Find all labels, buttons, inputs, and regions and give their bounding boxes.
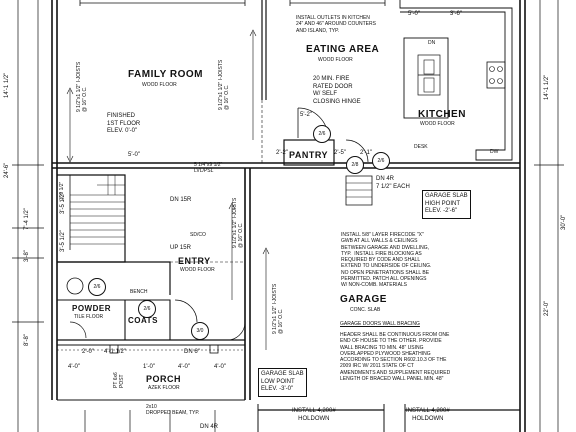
dim-mid-2-1: 2'-1" (360, 150, 372, 156)
dropped-beam-note: 2x10 DROPPED BEAM, TYP. (146, 404, 200, 417)
powder-label: POWDER (72, 304, 111, 313)
bracing-title: GARAGE DOORS WALL BRACING (340, 321, 420, 327)
slab-low-note: GARAGE SLAB LOW POINT ELEV. -3'-0" (258, 368, 307, 397)
dim-right-c: 22'-0" (544, 300, 550, 316)
dn4r-bottom-note: DN 4R (200, 424, 219, 430)
door-tag-3: 2/6 (88, 278, 106, 296)
dim-right-b: 30'-0" (561, 214, 567, 230)
joists-garage-note: 9 1/2"x1 1/2" I-JOISTS @ 16" O.C. (272, 283, 285, 334)
pt-post-note: PT 6x6 POST (113, 372, 126, 388)
eating-area-floor: WOOD FLOOR (318, 57, 353, 63)
dn4r-note: DN 4R 7 1/2" EACH (376, 176, 410, 190)
dim-mid-5-2: 5'-2" (300, 112, 312, 118)
entry-floor: WOOD FLOOR (180, 267, 215, 273)
door-tag-5: 3/0 (191, 322, 209, 340)
dim-left-d: 3'-8" (24, 250, 30, 262)
up15r-note: UP 15R (170, 245, 191, 251)
dn6-note: DN 6" (184, 349, 200, 355)
dim-mid-5-0: 5'-0" (128, 152, 140, 158)
dim-porch-d: 1'-0" (143, 364, 155, 370)
door-tag-4: 2/6 (138, 300, 156, 318)
dim-porch-a: 2'-0" (82, 349, 94, 355)
dim-porch-e: 4'-0" (178, 364, 190, 370)
porch-label: PORCH (146, 374, 182, 384)
dim-right-a: 14'-1 1/2" (544, 74, 550, 100)
dim-left-b: 24'-6" (4, 162, 10, 178)
finished-floor-note: FINISHED 1ST FLOOR ELEV. 0'-0" (107, 113, 141, 134)
door-tag-6: 2/8 (346, 156, 364, 174)
firecode-note: INSTALL 5/8" LAYER FIRECODE "X" GWB AT A… (341, 232, 432, 288)
sd-co-label: SD/CO (190, 232, 206, 238)
joists-eating-note: 9 1/2"x1 1/2" I-JOISTS @ 16" O.C. (218, 59, 231, 110)
door-tag-1: 2/6 (313, 125, 331, 143)
dim-porch-f: 4'-0" (214, 364, 226, 370)
door-tag-2: 2/6 (372, 152, 390, 170)
dn15r-note: DN 15R (170, 197, 192, 203)
bench-label: BENCH (130, 289, 148, 295)
dim-stair-b: 3'-5 1/2" (60, 230, 66, 252)
entry-label: ENTRY (178, 256, 211, 266)
desk-label: DESK (414, 144, 428, 150)
kitchen-label: KITCHEN (418, 109, 466, 120)
slab-high-note: GARAGE SLAB HIGH POINT ELEV. -2'-6" (422, 190, 471, 219)
eating-area-label: EATING AREA (306, 44, 380, 55)
lvl-note: 5 1/4"x9 1/2" LVL/PSL (194, 162, 223, 175)
bracing-note: HEADER SHALL BE CONTINUOUS FROM ONE END … (340, 332, 451, 382)
dn-label: DN (428, 40, 436, 46)
dw-label: DW (490, 149, 499, 155)
dim-left-a: 14'-1 1/2" (4, 72, 10, 98)
joists-family-note: 9 1/2"x1 1/2" I-JOISTS @ 16" O.C. (76, 61, 89, 112)
dim-porch-c: 4'-1 1/2" (104, 349, 126, 355)
fire-door-note: 20 MIN. FIRE RATED DOOR W/ SELF CLOSING … (313, 76, 361, 105)
dim-top-b: 3'-6" (450, 11, 462, 17)
kitchen-floor: WOOD FLOOR (420, 121, 455, 127)
joists-entry-note: 9 1/2"x1 1/2" I-JOISTS @ 16" O.C. (232, 197, 245, 248)
outlets-note: INSTALL OUTLETS IN KITCHEN 24" AND 46" A… (296, 15, 376, 34)
porch-floor: AZEK FLOOR (148, 385, 180, 391)
garage-floor: CONC. SLAB (350, 307, 381, 313)
garage-label: GARAGE (340, 294, 387, 305)
family-room-label: FAMILY ROOM (128, 69, 203, 80)
dim-mid-2-5: 2'-5" (334, 150, 346, 156)
dim-mid-2-2: 2'-2" (276, 150, 288, 156)
family-room-floor: WOOD FLOOR (142, 82, 177, 88)
dim-left-e: 8'-8" (24, 334, 30, 346)
pantry-label: PANTRY (289, 150, 328, 160)
coats-label: COATS (128, 316, 158, 325)
dim-left-c: 7'-4 1/2" (24, 208, 30, 230)
dim-porch-b: 4'-0" (68, 364, 80, 370)
dim-stair-c: 3'-9 1/2" (59, 181, 65, 200)
holdown-right-note: INSTALL 4,200# HOLDOWN (406, 408, 450, 422)
powder-floor: TILE FLOOR (74, 314, 104, 320)
holdown-left-note: INSTALL 4,200# HOLDOWN (292, 408, 336, 422)
dim-top-a: 5'-0" (408, 11, 420, 17)
